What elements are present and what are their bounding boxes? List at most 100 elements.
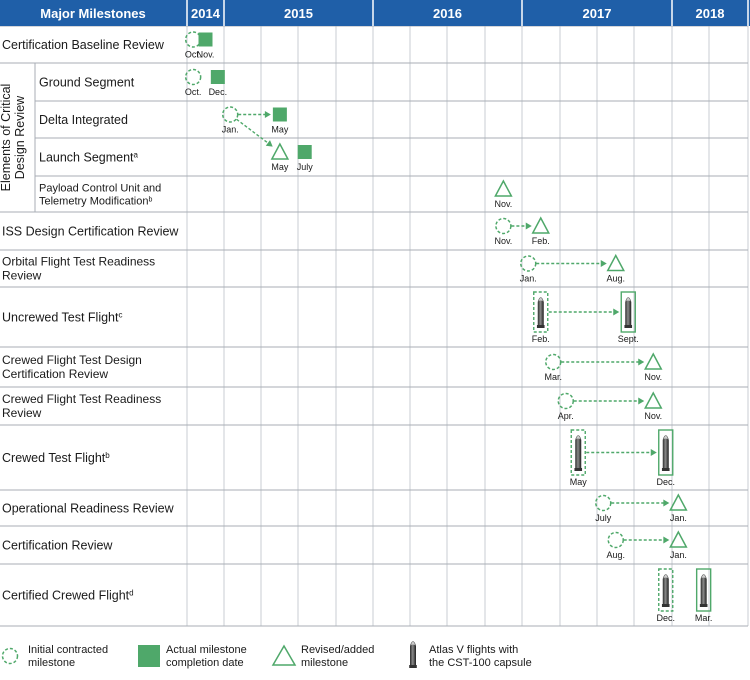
revised-milestone-icon (669, 530, 688, 548)
row-label-9: Crewed Flight Test Readiness (2, 392, 161, 406)
legend-label: milestone (28, 657, 75, 669)
legend-label: Actual milestone (166, 644, 247, 656)
rocket-engine (409, 665, 417, 668)
delay-arrow-head (638, 397, 645, 405)
milestone-date-label: Mar. (695, 613, 713, 623)
row-label-6: Orbital Flight Test Readiness (2, 255, 155, 269)
milestone-date-label: Nov. (644, 411, 662, 421)
milestone-date-label: Dec. (656, 477, 675, 487)
milestone-date-label: July (595, 513, 612, 523)
row-label-4: Telemetry Modificationb (39, 195, 152, 207)
delay-arrow-head (265, 140, 273, 147)
delay-arrow-head (264, 111, 271, 118)
rocket-icon (699, 574, 708, 607)
milestone-date-label: Nov. (644, 372, 662, 382)
header-year-2016: 2016 (433, 6, 462, 21)
revised-milestone-icon (494, 179, 513, 197)
rocket-engine (661, 468, 670, 471)
delay-arrow-head (663, 536, 670, 544)
flight-frame (658, 429, 674, 476)
row-label-13: Certified Crewed Flightd (2, 588, 134, 603)
rocket-body (625, 301, 632, 328)
milestone-date-label: May (271, 162, 289, 172)
timeline-grid (0, 25, 749, 627)
revised-milestone-icon (644, 352, 663, 370)
delay-arrows (236, 111, 670, 544)
milestone-date-label: Nov. (197, 50, 215, 60)
row-label-12: Certification Review (2, 538, 113, 552)
row-label-2: Delta Integrated (39, 113, 128, 127)
footnote-marker: b (105, 450, 110, 459)
delay-arrow-head (600, 260, 607, 267)
legend-revised-icon (271, 644, 297, 666)
rocket-icon (661, 435, 670, 471)
rocket-icon (574, 435, 583, 471)
rocket-body (575, 439, 582, 471)
milestone-date-label: Jan. (670, 550, 687, 560)
rocket-body (410, 645, 416, 668)
group-label-line: Elements of Critical (0, 84, 13, 192)
rocket-engine (624, 325, 633, 328)
legend-label: Revised/added (301, 644, 374, 656)
initial-milestone-icon (184, 68, 202, 86)
milestone-date-label: Nov. (494, 199, 512, 209)
rocket-body (537, 301, 544, 328)
milestone-date-label: Jan. (520, 274, 537, 284)
flight-frame (570, 429, 586, 476)
row-label-9: Review (2, 406, 42, 420)
row-label-1: Ground Segment (39, 75, 135, 89)
row-label-4: Payload Control Unit and (39, 182, 161, 194)
group-label-line: Design Review (13, 95, 27, 179)
milestone-date-label: Apr. (558, 411, 574, 421)
initial-milestone-icon (595, 494, 612, 512)
actual-milestone-icon (210, 70, 225, 84)
actual-milestone-icon (198, 32, 213, 47)
legend-label: Initial contracted (28, 644, 108, 656)
legend-initial-icon (1, 647, 19, 665)
actual-milestone-icon (297, 145, 312, 159)
milestone-date-label: Feb. (532, 236, 550, 246)
delay-arrow-head (650, 449, 657, 456)
milestone-date-label: Jan. (222, 125, 239, 135)
legend-label: Atlas V flights with (429, 644, 518, 656)
milestone-date-label: Oct. (185, 87, 202, 97)
rocket-icon (536, 297, 545, 328)
initial-milestone-icon (545, 353, 562, 371)
legend-label: milestone (301, 657, 348, 669)
revised-milestone-icon (270, 142, 290, 160)
row-label-3: Launch Segmenta (39, 150, 139, 165)
rocket-engine (536, 325, 545, 328)
rocket-body (700, 578, 707, 607)
header-title: Major Milestones (40, 6, 145, 21)
row-label-0: Certification Baseline Review (2, 38, 165, 52)
milestone-date-label: Feb. (532, 334, 550, 344)
footnote-marker: c (119, 310, 123, 319)
flight-frame (620, 291, 636, 333)
rocket-capsule (575, 435, 582, 440)
revised-milestone-icon (644, 391, 663, 409)
row-label-6: Review (2, 269, 42, 283)
footnote-marker: a (134, 150, 139, 159)
row-label-8: Crewed Flight Test Design (2, 353, 142, 367)
header-year-2014: 2014 (191, 6, 221, 21)
row-label-8: Certification Review (2, 367, 108, 381)
footnote-marker: b (148, 196, 152, 203)
milestone-date-label: May (271, 125, 289, 135)
delay-arrow-head (663, 499, 670, 507)
legend-actual-icon (138, 645, 160, 667)
initial-milestone-icon (557, 392, 574, 410)
rocket-engine (574, 468, 583, 471)
milestone-date-label: July (297, 162, 314, 172)
milestone-date-label: Sept. (618, 334, 639, 344)
row-label-7: Uncrewed Test Flightc (2, 310, 123, 325)
rocket-capsule (537, 297, 544, 302)
rocket-capsule (700, 574, 707, 579)
milestone-date-label: Dec. (656, 613, 675, 623)
initial-milestone-icon (607, 531, 624, 549)
delay-arrow-head (638, 358, 645, 366)
milestone-date-label: Aug. (606, 274, 625, 284)
